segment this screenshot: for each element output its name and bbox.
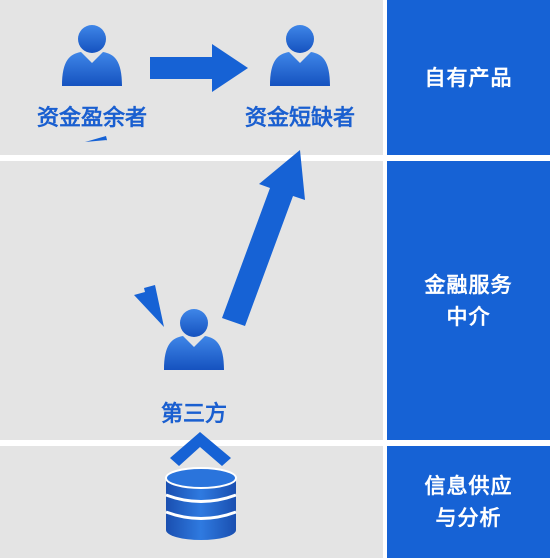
third-party-label: 第三方 — [160, 402, 227, 427]
chevron-up-icon — [170, 432, 231, 466]
layer-intermediary: 金融服务 中介 — [387, 161, 550, 440]
layer-products: 自有产品 — [387, 0, 550, 155]
third-party-person-icon — [164, 309, 224, 370]
layer-info: 信息供应 与分析 — [387, 446, 550, 558]
arrow-up-icon — [222, 150, 305, 326]
layer-info-label: 信息供应 与分析 — [424, 474, 513, 530]
deficit-person-icon — [270, 25, 330, 86]
band-intermediary — [0, 161, 383, 440]
layer-intermediary-label: 金融服务 中介 — [424, 272, 513, 329]
arrow-right-icon — [150, 44, 248, 92]
arrow-down-icon — [85, 136, 164, 327]
surplus-person-icon — [62, 25, 122, 86]
layer-products-label: 自有产品 — [424, 65, 513, 90]
database-icon — [165, 467, 237, 540]
surplus-label: 资金盈余者 — [36, 106, 147, 131]
deficit-label: 资金短缺者 — [244, 106, 355, 131]
